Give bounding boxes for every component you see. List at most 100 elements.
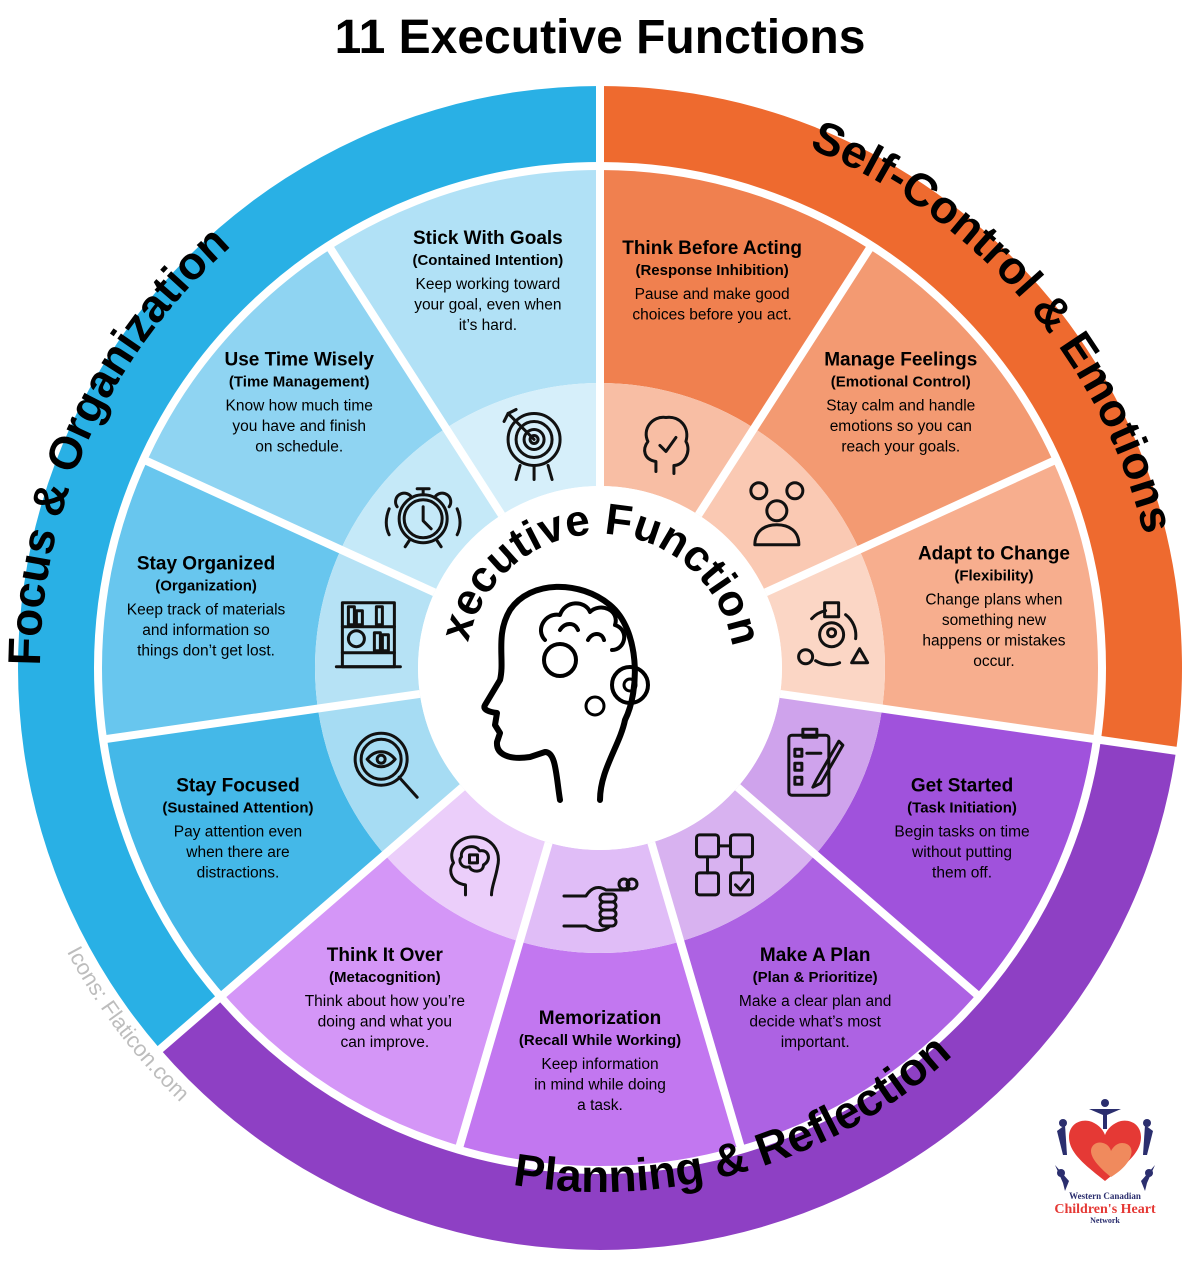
segment-divider [141,455,437,597]
segment-title: Adapt to Change [918,543,1070,564]
segment-description: occur. [973,653,1014,670]
segment-card: Use Time Wisely (Time Management) Know how… [224,349,374,455]
segment-description: Make a clear plan and [739,993,892,1010]
segment-divider [454,841,553,1151]
logo-line1: Western Canadian [1069,1191,1141,1201]
segment-divider [325,243,505,518]
segment-subtitle: (Organization) [155,577,257,594]
segment-inner [651,787,816,942]
segment-title: Use Time Wisely [224,349,374,370]
segment-description: things don’t get lost. [137,642,275,659]
segment-subtitle: (Metacognition) [329,969,441,986]
cycle-gear-shapes-icon [797,601,870,667]
segment-outer [600,166,872,429]
segment-description: can improve. [340,1034,429,1051]
segment-title: Think Before Acting [622,238,802,259]
segment-description: you have and finish [232,418,366,435]
segment-card: Think It Over(Metacognition)Think about … [305,945,465,1051]
segment-title: Manage Feelings [824,349,977,370]
segment-card: Memorization(Recall While Working)Keep i… [519,1008,681,1114]
segment-divider [734,784,983,1000]
head-check-icon [643,415,690,475]
group-divider [154,991,227,1055]
page-title: 11 Executive Functions [334,11,866,64]
segment-inner [698,428,860,593]
segment-description: Stay calm and handle [826,397,975,414]
segment-card: Stay Organized (Organization) Keep track o… [127,553,286,659]
segment-title: Stay Focused [176,775,300,796]
segment-description: distractions. [197,864,280,881]
segment-divider [647,841,746,1151]
segment-outer [97,459,341,740]
segment-divider [695,243,875,518]
segment-description: decide what’s most [749,1013,881,1030]
segment-title: Stay Organized [137,553,275,574]
segment-divider [217,784,466,1000]
logo-line3: Network [1090,1216,1120,1225]
ring-band-self [600,86,1182,751]
segment-icons [334,407,870,932]
segment-description: them off. [932,864,992,881]
segment-description: Pause and make good [635,286,790,303]
segment-description: when there are [185,844,289,861]
segment-outer [458,941,742,1171]
segment-subtitle: (Plan & Prioritize) [753,969,878,986]
segment-inner [384,787,549,942]
segment-title: Get Started [911,775,1013,796]
segment-description: choices before you act. [632,307,791,324]
segment-card: Get Started (Task Initiation) Begin tasks … [894,775,1029,881]
people-figures-icon [1055,1099,1155,1191]
ring-separator [94,162,1106,1174]
ring-band-plan [160,739,1177,1250]
segment-subtitle: (Flexibility) [954,567,1033,584]
segment-card: Stay Focused (Sustained Attention) Pay att… [162,775,313,881]
segment-description: Think about how you’re [305,993,465,1010]
segment-description: in mind while doing [534,1077,666,1094]
segment-texts: Think Before Acting(Response Inhibition)… [127,228,1070,1114]
inner-heart-icon [1091,1142,1132,1177]
segment-divider [102,689,421,744]
segment-outer [754,245,1057,550]
segment-description: emotions so you can [830,418,972,435]
segment-description: Change plans when [925,591,1062,608]
segment-subtitle: (Emotional Control) [831,373,971,390]
segment-description: important. [781,1034,850,1051]
segment-description: Begin tasks on time [894,823,1029,840]
segment-inner [340,428,502,593]
segment-outer [220,854,520,1150]
segment-outer [328,166,600,429]
segment-subtitle: (Time Management) [229,373,370,390]
segment-card: Stick With Goals(Contained Intention)Kee… [412,228,563,334]
clipboard-checklist-icon [787,727,845,797]
segment-subtitle: (Sustained Attention) [162,799,313,816]
segment-description: Pay attention even [174,823,302,840]
emotions-person-icon [749,481,805,547]
group-divider [1092,734,1181,756]
outer-group-ring [18,86,1182,1250]
segment-description: something new [942,612,1047,629]
segment-outer [103,708,385,997]
segment-title: Make A Plan [760,945,871,966]
segment-dividers [94,82,1181,1174]
segment-subtitle: (Recall While Working) [519,1032,681,1049]
segment-outer [815,708,1097,997]
segment-inner [765,549,885,709]
segment-description: Keep track of materials [127,601,286,618]
segment-description: your goal, even when [414,297,561,314]
finger-string-reminder-icon [562,877,639,932]
segment-description: it’s hard. [459,317,517,334]
segment-description: without putting [911,844,1012,861]
segment-inner [315,549,435,709]
segments [97,166,1103,1171]
segment-description: Know how much time [226,397,373,414]
segment-description: doing and what you [318,1013,452,1030]
segment-description: reach your goals. [841,438,960,455]
segment-description: and information so [142,622,270,639]
magnifier-eye-icon [353,731,419,799]
segment-title: Memorization [539,1008,661,1029]
segment-subtitle: (Task Initiation) [907,799,1017,816]
segment-card: Manage Feelings (Emotional Control) Stay c… [824,349,977,455]
segment-description: Keep working toward [415,276,560,293]
ring-band-focus [18,86,600,1050]
